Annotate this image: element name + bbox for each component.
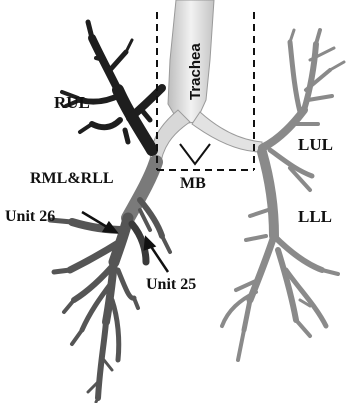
trachea-label: Trachea [187, 43, 204, 100]
lul-label: LUL [298, 135, 333, 154]
left-lung-branches [222, 30, 344, 360]
rul-branches [62, 22, 162, 150]
trachea-shape [150, 0, 262, 168]
unit26-label: Unit 26 [5, 208, 55, 225]
mb-label: MB [180, 175, 206, 192]
lll-label: LLL [298, 207, 332, 226]
rul-label: RUL [54, 93, 90, 112]
mb-angle-marker [180, 144, 210, 164]
rml-rll-label: RML&RLL [30, 170, 114, 187]
unit25-label: Unit 25 [146, 276, 196, 293]
